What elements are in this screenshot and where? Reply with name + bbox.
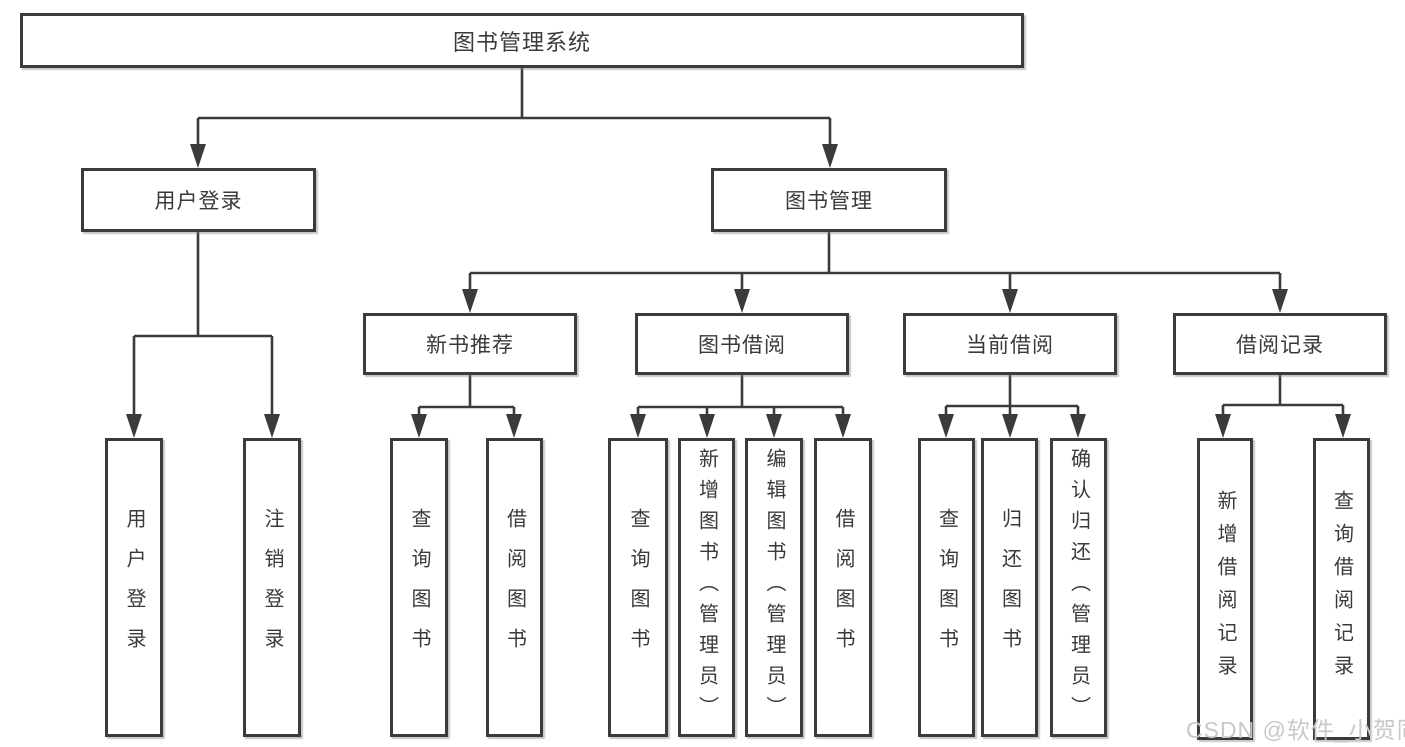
node-label: 归还图书 xyxy=(998,507,1021,668)
leaf-logout: 注销登录 xyxy=(243,438,301,737)
node-label: 查询图书 xyxy=(408,507,430,668)
node-label: 编辑图书（管理员） xyxy=(763,448,785,727)
node-label: 新增借阅记录 xyxy=(1214,490,1236,688)
leaf-query-books-borrow: 查询图书 xyxy=(608,438,668,737)
node-new-book-recommend: 新书推荐 xyxy=(363,313,577,375)
node-label: 用户登录 xyxy=(154,190,243,213)
node-label: 确认归还（管理员） xyxy=(1067,448,1090,727)
node-book-borrowing: 图书借阅 xyxy=(635,313,849,375)
node-label: 图书借阅 xyxy=(698,334,786,357)
leaf-query-borrow-record: 查询借阅记录 xyxy=(1313,438,1370,740)
node-book-management: 图书管理 xyxy=(711,168,947,232)
node-label: 查询借阅记录 xyxy=(1330,490,1353,688)
leaf-add-books-admin: 新增图书（管理员） xyxy=(678,438,735,737)
node-label: 新书推荐 xyxy=(426,334,514,357)
node-label: 图书管理系统 xyxy=(452,29,591,55)
node-label: 查询图书 xyxy=(627,507,649,668)
node-label: 用户登录 xyxy=(123,507,145,668)
node-label: 借阅图书 xyxy=(503,507,526,668)
node-borrow-records: 借阅记录 xyxy=(1173,313,1387,375)
node-user-login: 用户登录 xyxy=(81,168,316,232)
node-label: 借阅图书 xyxy=(832,507,854,668)
node-label: 借阅记录 xyxy=(1236,334,1324,357)
node-label: 当前借阅 xyxy=(966,334,1054,357)
leaf-confirm-return-admin: 确认归还（管理员） xyxy=(1050,438,1107,737)
leaf-add-borrow-record: 新增借阅记录 xyxy=(1197,438,1253,740)
leaf-query-books-current: 查询图书 xyxy=(918,438,975,737)
leaf-edit-books-admin: 编辑图书（管理员） xyxy=(745,438,803,737)
node-label: 查询图书 xyxy=(935,507,958,668)
leaf-borrow-books-recommend: 借阅图书 xyxy=(486,438,543,737)
node-label: 注销登录 xyxy=(261,507,283,668)
node-current-borrowing: 当前借阅 xyxy=(903,313,1117,375)
leaf-query-books-recommend: 查询图书 xyxy=(390,438,448,737)
node-library-management-system: 图书管理系统 xyxy=(20,13,1024,68)
leaf-borrow-books: 借阅图书 xyxy=(814,438,872,737)
leaf-user-login: 用户登录 xyxy=(105,438,163,737)
node-label: 新增图书（管理员） xyxy=(695,448,718,727)
csdn-watermark: CSDN @软件_小贺同学 xyxy=(1186,717,1405,743)
node-label: 图书管理 xyxy=(785,190,873,213)
leaf-return-books: 归还图书 xyxy=(981,438,1038,737)
